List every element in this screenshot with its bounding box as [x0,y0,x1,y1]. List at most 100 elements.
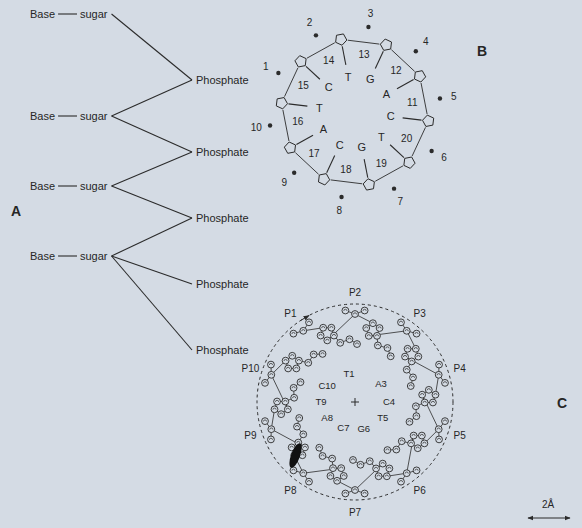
phosphate-number: P5 [453,430,465,441]
atom [291,394,298,401]
atom-mark [291,355,294,357]
atom-mark [321,455,324,457]
phosphate-dot [276,71,280,75]
atom [328,324,335,331]
atom-mark [437,374,440,376]
atom-mark [443,420,446,422]
atom [418,432,425,439]
atom-mark [381,462,384,464]
atom-mark [437,363,440,365]
atom-mark [344,309,347,311]
atom-mark [270,374,273,376]
atom-mark [410,360,413,362]
sugar-phosphate-bond [112,218,192,256]
atom-mark [275,400,278,402]
atom-mark [368,460,371,462]
atom-mark [405,368,408,370]
atom [352,487,359,494]
atom-mark [408,421,411,423]
phosphate-number: P9 [244,430,256,441]
sugar-ring [414,71,425,82]
atom-mark [318,447,321,449]
phosphate-dot [268,123,272,127]
nucleotide-label: G6 [357,424,370,434]
atom [352,311,359,318]
atom [410,432,417,439]
atom-mark [423,442,426,444]
base-letter: T [345,71,352,83]
atom-mark [273,408,276,410]
atom [414,445,421,452]
backbone-line [331,180,362,184]
phosphate-number: P1 [284,308,296,319]
atom-mark [331,467,334,469]
atom-mark [269,438,272,440]
atom [340,473,347,480]
atom-mark [299,381,302,383]
atom-mark [365,327,368,329]
atom-mark [297,441,300,443]
phosphate-dot [292,171,296,175]
sugar-label: sugar [80,8,108,20]
residue-number: 12 [390,65,401,76]
atom [346,336,353,343]
atom-mark [367,335,370,337]
atom [293,365,300,372]
atom [327,473,334,480]
atom [421,440,428,447]
atom [262,418,269,425]
atom-mark [427,389,430,391]
atom-mark [353,489,356,491]
atom [435,371,442,378]
atom-mark [386,347,389,349]
atom [316,444,323,451]
atom-mark [322,327,325,329]
atom [408,440,415,447]
sugar-ring [404,157,415,168]
atom [268,426,275,433]
atom [357,461,364,468]
atom-mark [297,359,300,361]
atom-mark [280,413,283,415]
atom-mark [335,480,338,482]
atom-mark [307,362,310,364]
atom [290,384,297,391]
atom [319,453,326,460]
sugar-ring [336,34,347,45]
base-sugar-bond [58,185,77,186]
base-label: Base [30,250,55,262]
atom-mark [348,338,351,340]
atom-mark [284,359,287,361]
atom-mark [423,401,426,403]
phosphate-dot [339,195,343,199]
atom-mark [290,446,293,448]
atom-mark [351,459,354,461]
atom-mark [415,332,418,334]
atom-mark [326,339,329,341]
sugar-label: sugar [80,250,108,262]
atom [387,353,394,360]
scale-bar [528,518,570,519]
atom [290,330,297,337]
atom [319,351,326,358]
atom-mark [270,428,273,430]
atom-mark [374,467,377,469]
residue-number: 6 [441,152,447,163]
backbone-line [283,110,289,141]
residue-number: 17 [308,148,319,159]
atom-mark [359,464,362,466]
residue-number: 14 [323,55,334,66]
base-label: Base [30,110,55,122]
atom-mark [409,442,412,444]
base-line [288,104,307,106]
atom [415,353,422,360]
atom [284,406,291,413]
nucleotide-label: T5 [377,413,388,423]
atom [398,478,405,485]
atom-mark [437,428,440,430]
atom [413,413,420,420]
atom [386,465,393,472]
atom-mark [340,467,343,469]
base-sugar-bond [58,115,77,116]
atom [296,357,303,364]
